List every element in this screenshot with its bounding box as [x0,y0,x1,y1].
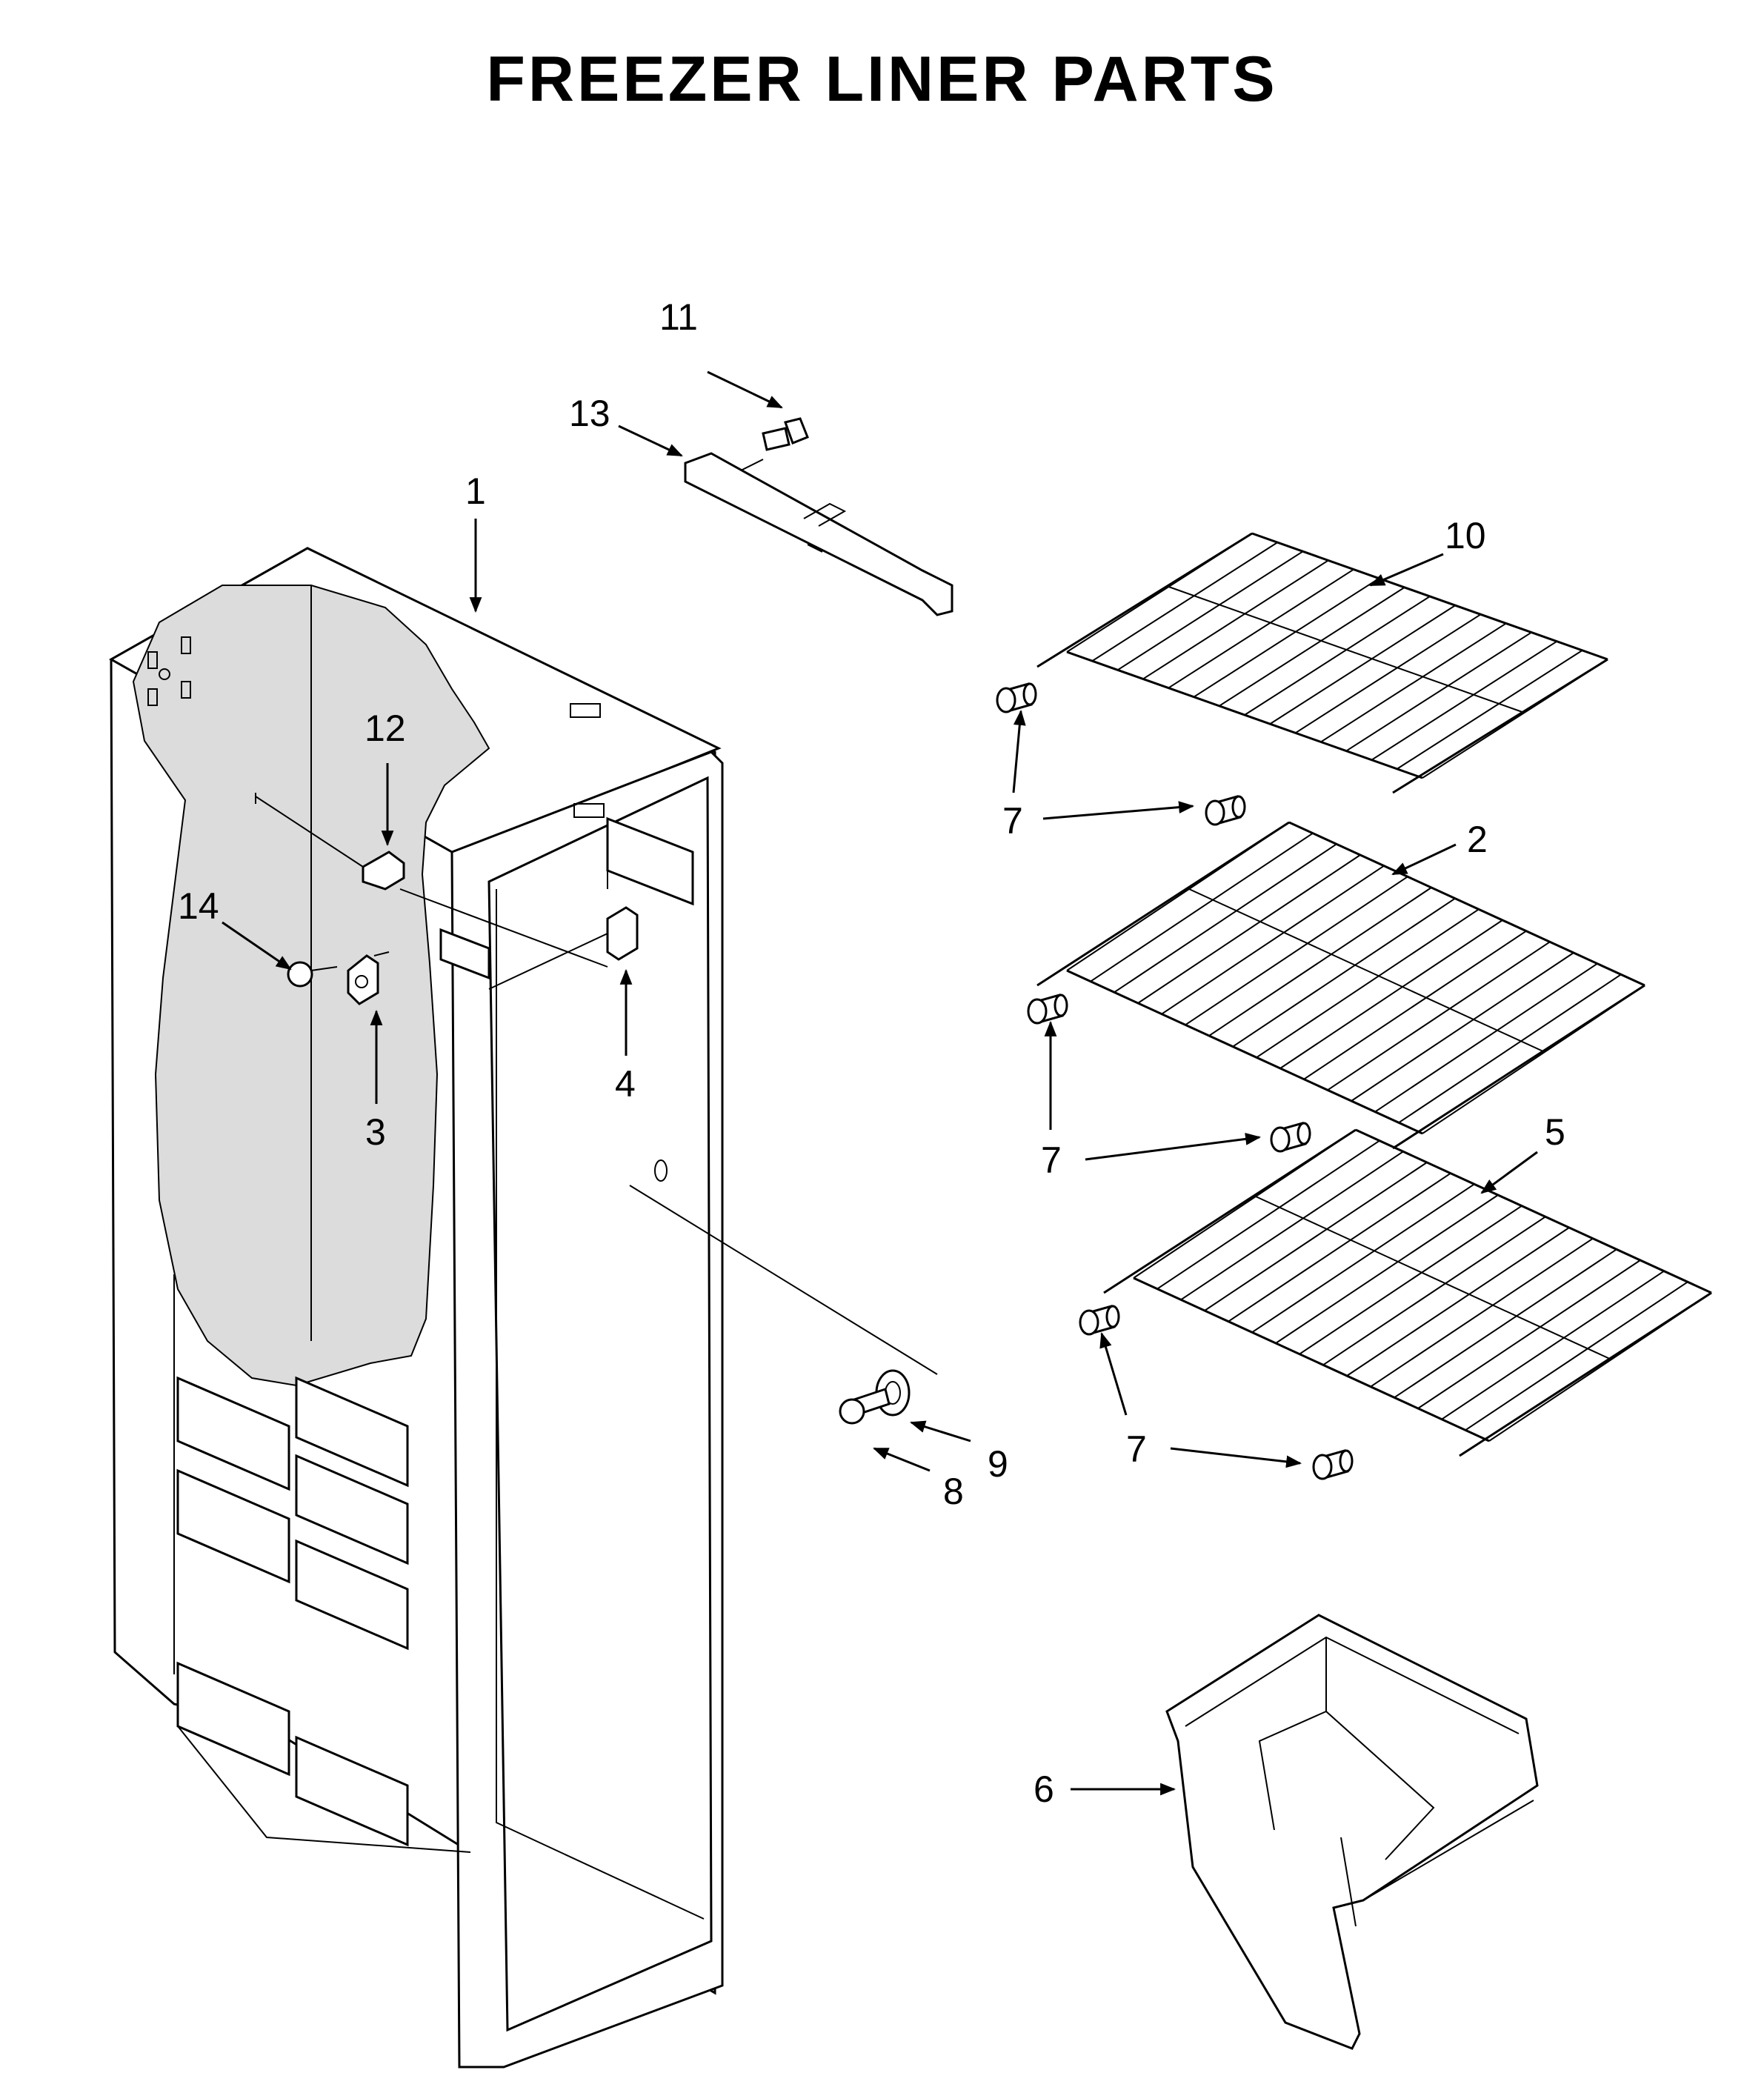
freezer-liner [108,547,938,2069]
screw-8 [839,1388,891,1425]
callout-1: 1 [465,470,486,512]
callout-8: 8 [943,1471,964,1512]
callout-3: 3 [365,1111,386,1153]
callout-10: 10 [1445,515,1486,556]
callout-4: 4 [615,1063,636,1105]
bracket [684,452,953,616]
shelf-supports [996,682,1354,1480]
liner-vent-panels [176,1376,409,1847]
freezer-bin [1165,1614,1539,2050]
callout-7c: 7 [1126,1428,1147,1470]
shelf-support-peg [1312,1449,1354,1480]
screw [740,417,809,471]
clip-12 [255,793,405,891]
callout-14: 14 [178,885,219,927]
callout-12: 12 [365,708,406,749]
shelf-support-peg [1027,994,1068,1025]
callout-5: 5 [1545,1111,1565,1153]
clip-4 [488,906,639,990]
leader-lines [222,370,1538,1796]
callout-9: 9 [988,1443,1008,1485]
callout-7a: 7 [1002,800,1023,842]
page-title: FREEZER LINER PARTS [486,44,1278,115]
shelf-support-peg [1205,795,1246,826]
callout-7b: 7 [1041,1139,1062,1181]
shelf-2 [1036,821,1645,1150]
callout-13: 13 [569,393,610,434]
shelf-5 [1103,1128,1712,1457]
shelf-support-peg [1270,1122,1311,1153]
clip-3 [347,951,390,1005]
screw-14 [287,961,338,988]
callout-6: 6 [1034,1768,1054,1810]
shelf-support-peg [996,682,1037,713]
shelf-support-peg [1079,1305,1120,1336]
callout-labels: 1 2 3 4 5 6 7 7 7 8 9 10 11 12 13 14 [178,296,1565,1810]
callout-11: 11 [659,296,698,338]
shelf-10 [1036,532,1608,794]
callout-2: 2 [1467,819,1488,860]
